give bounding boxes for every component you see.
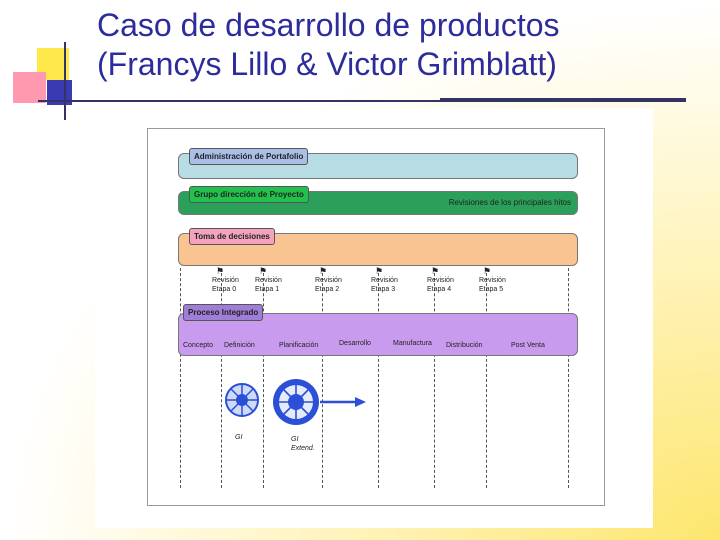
band-decision: Toma de decisiones	[178, 228, 578, 266]
flag-icon: ⚑	[375, 266, 384, 276]
process-diagram: Administración de Portafolio Grupo direc…	[147, 128, 605, 506]
stage-divider	[486, 268, 487, 488]
project-label: Grupo dirección de Proyecto	[189, 186, 309, 203]
flag-icon: ⚑	[483, 266, 492, 276]
stage-divider	[221, 268, 222, 488]
gi-graphics	[225, 379, 366, 425]
flag-icon: ⚑	[259, 266, 268, 276]
band-portfolio: Administración de Portafolio	[178, 148, 578, 179]
phase-label: Distribución	[446, 342, 483, 349]
slide-title: Caso de desarrollo de productos (Francys…	[97, 6, 560, 84]
stage-divider	[378, 268, 379, 488]
flag-icon: ⚑	[319, 266, 328, 276]
decision-label: Toma de decisiones	[189, 228, 275, 245]
diagram-panel: Administración de Portafolio Grupo direc…	[95, 108, 653, 528]
arrow-right-icon	[320, 397, 366, 407]
stage-divider	[322, 268, 323, 488]
gi-label: GI	[235, 434, 243, 441]
flag-icon: ⚑	[216, 266, 225, 276]
phase-label: Concepto	[183, 342, 213, 349]
review-stage: ⚑ Revisión Etapa 5	[479, 266, 506, 294]
review-stage: ⚑ Revisión Etapa 2	[315, 266, 342, 294]
review-stage: ⚑ Revisión Etapa 0	[212, 266, 239, 294]
review-stage: ⚑ Revisión Etapa 4	[427, 266, 454, 294]
gi-extend-wheel-icon	[273, 379, 319, 425]
portfolio-label: Administración de Portafolio	[189, 148, 309, 165]
phase-label: Definición	[224, 342, 255, 349]
title-underline	[38, 100, 686, 102]
decor-vertical-line	[64, 42, 66, 120]
stage-divider	[434, 268, 435, 488]
flag-icon: ⚑	[431, 266, 440, 276]
slide-title-line1: Caso de desarrollo de productos	[97, 7, 560, 43]
review-stage: ⚑ Revisión Etapa 1	[255, 266, 282, 294]
gi-wheel-icon	[225, 383, 259, 417]
band-project: Grupo dirección de Proyecto Revisiones d…	[178, 186, 578, 215]
stage-divider	[568, 268, 569, 488]
phase-label: Planificación	[279, 342, 319, 349]
slide-title-line2: (Francys Lillo & Victor Grimblatt)	[97, 46, 557, 82]
stage-divider	[263, 268, 264, 488]
process-label: Proceso Integrado	[183, 304, 264, 321]
band-process: Proceso Integrado	[178, 304, 578, 356]
stage-divider	[180, 268, 181, 488]
review-stage: ⚑ Revisión Etapa 3	[371, 266, 398, 294]
decor-square-pink	[13, 72, 46, 103]
title-underline-thick	[440, 98, 686, 102]
phase-label: Desarrollo	[339, 340, 371, 347]
phase-label: Post Venta	[511, 342, 545, 349]
phase-label: Manufactura	[393, 340, 432, 347]
project-note: Revisiones de los principales hitos	[448, 198, 571, 207]
gi-extend-label: GI Extend.	[291, 436, 315, 452]
